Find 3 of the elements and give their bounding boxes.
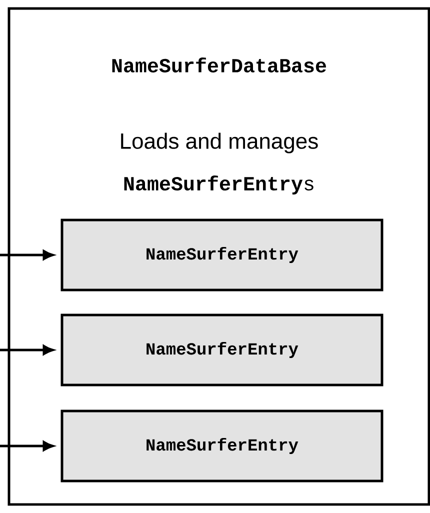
class-box: NameSurferEntry <box>60 218 384 292</box>
class-box: NameSurferEntry <box>60 410 384 482</box>
class-box: NameSurferEntry <box>60 314 384 386</box>
